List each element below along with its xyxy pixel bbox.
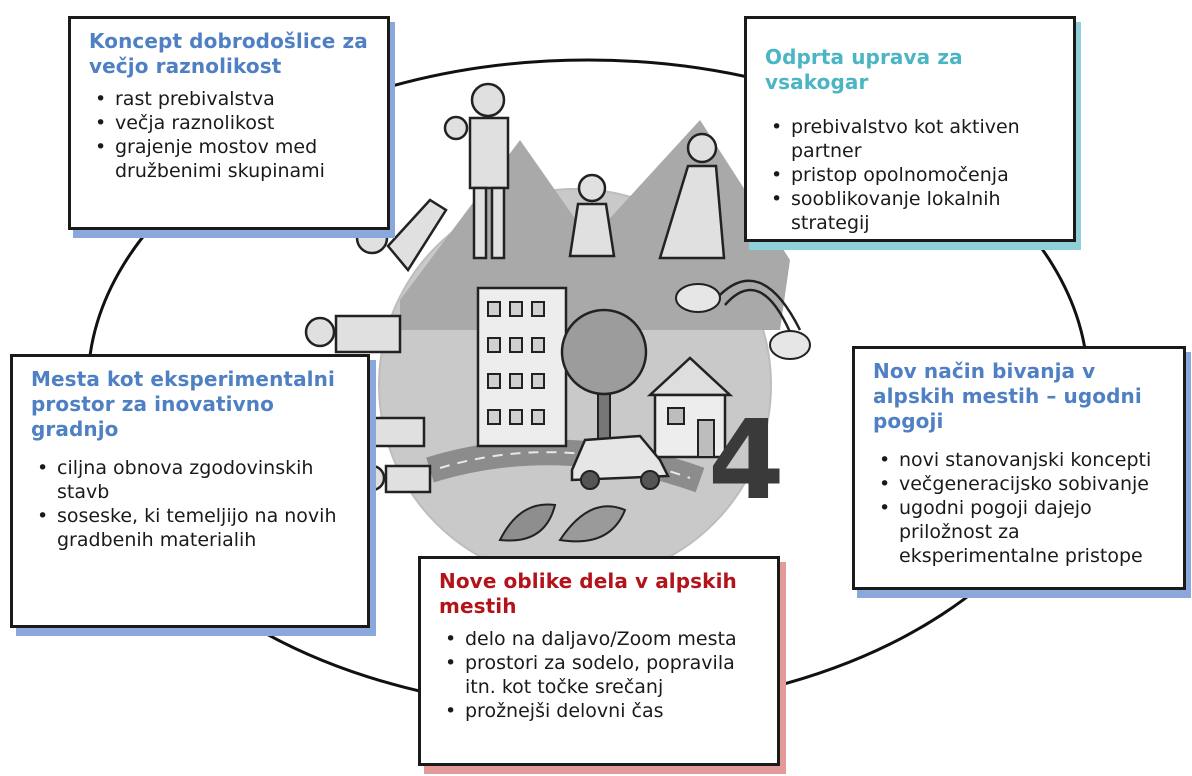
list-item: novi stanovanjski koncepti: [873, 448, 1169, 472]
experimental-space-card: Mesta kot eksperimentalni prostor za ino…: [10, 354, 370, 628]
leaf-icon: [498, 503, 557, 542]
list-item: prostori za sodelo, popravila itn. kot t…: [439, 651, 763, 699]
house-icon: [646, 356, 734, 459]
tree-icon: [560, 308, 648, 441]
list-item: soseske, ki temeljijo na novih gradbenih…: [31, 504, 353, 552]
new-work-card: Nove oblike dela v alpskih mestih delo n…: [418, 556, 780, 766]
welcome-card-title: Koncept dobrodošlice za večjo raznolikos…: [89, 29, 368, 78]
list-item: pristop opolnomočenja: [765, 163, 1059, 187]
family-figures-icon: [304, 82, 726, 494]
list-item: grajenje mostov med družbenimi skupinami: [89, 135, 373, 183]
governance-card-list: prebivalstvo kot aktiven partner pristop…: [765, 115, 1059, 235]
list-item: rast prebivalstva: [89, 87, 373, 111]
living-card-list: novi stanovanjski koncepti večgeneracijs…: [873, 448, 1169, 568]
rainbow-icon: [714, 279, 802, 333]
experimental-card-list: ciljna obnova zgodovinskih stavb soseske…: [31, 456, 353, 552]
list-item: sooblikovanje lokalnih strategij: [765, 187, 1059, 235]
living-card-title: Nov način bivanja v alpskih mestih – ugo…: [873, 359, 1142, 433]
list-item: prožnejši delovni čas: [439, 699, 763, 723]
welcome-concept-card: Koncept dobrodošlice za večjo raznolikos…: [68, 16, 390, 230]
center-number: 4: [708, 396, 785, 524]
welcome-card-list: rast prebivalstva večja raznolikost graj…: [89, 87, 373, 183]
list-item: prebivalstvo kot aktiven partner: [765, 115, 1059, 163]
list-item: ugodni pogoji dajejo priložnost za ekspe…: [873, 496, 1169, 568]
list-item: delo na daljavo/Zoom mesta: [439, 627, 763, 651]
open-governance-card: Odprta uprava za vsakogar prebivalstvo k…: [744, 16, 1076, 242]
governance-card-title: Odprta uprava za vsakogar: [765, 45, 963, 94]
building-icon: [476, 286, 568, 448]
work-card-title: Nove oblike dela v alpskih mestih: [439, 569, 737, 618]
list-item: večgeneracijsko sobivanje: [873, 472, 1169, 496]
list-item: večja raznolikost: [89, 111, 373, 135]
car-icon: [570, 434, 670, 490]
work-card-list: delo na daljavo/Zoom mesta prostori za s…: [439, 627, 763, 723]
new-living-card: Nov način bivanja v alpskih mestih – ugo…: [852, 346, 1186, 590]
experimental-card-title: Mesta kot eksperimentalni prostor za ino…: [31, 367, 335, 441]
cloud-icon: [675, 283, 811, 360]
list-item: ciljna obnova zgodovinskih stavb: [31, 456, 353, 504]
leaf-icon: [558, 505, 627, 543]
